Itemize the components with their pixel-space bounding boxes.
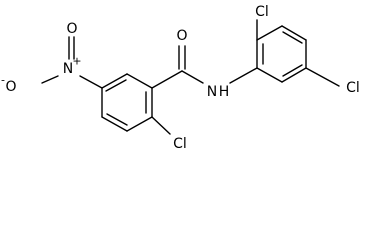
carbonyl-carbon-bond xyxy=(151,70,183,89)
left-ring-bond xyxy=(126,73,153,89)
left-ring-bond xyxy=(101,116,128,132)
right-ring-double-bond xyxy=(282,64,303,77)
left-ring-bond xyxy=(101,73,128,89)
right-benzene-ring xyxy=(256,25,307,83)
nitro-n-o-bond xyxy=(41,75,59,84)
nitro-nitrogen-label: N xyxy=(63,61,73,77)
amide-hydrogen-label: H xyxy=(219,84,230,100)
amide-group xyxy=(151,45,258,89)
amide-c-n-bond xyxy=(181,70,204,84)
amide-nitrogen-label: N xyxy=(207,84,217,100)
chlorine-label-top: Cl xyxy=(255,4,269,20)
chlorine-label-right: Cl xyxy=(346,80,360,96)
cl-bond-right xyxy=(305,67,340,87)
left-ring-double-bond xyxy=(105,79,127,92)
chemical-structure-diagram: Cl Cl Cl O N H N + O O - xyxy=(1,4,360,152)
carbonyl-oxygen-label: O xyxy=(176,28,187,44)
cl-bond-bottom xyxy=(151,116,171,135)
nitro-negative-charge: - xyxy=(1,74,5,87)
amide-n-aryl-bond xyxy=(229,67,258,84)
nitro-positive-charge: + xyxy=(72,55,81,68)
nitro-group xyxy=(41,36,103,89)
right-ring-bond xyxy=(256,67,283,83)
nitro-oxygen-label-top: O xyxy=(66,21,77,37)
right-ring-bond xyxy=(281,67,307,83)
chlorine-label-bottom: Cl xyxy=(173,136,187,152)
right-ring-double-bond xyxy=(282,31,303,44)
nitro-c-n-bond xyxy=(79,75,103,89)
nitro-oxygen-label-left: O xyxy=(5,79,16,95)
left-benzene-ring xyxy=(101,73,153,132)
right-ring-bond xyxy=(281,25,307,41)
left-ring-bond xyxy=(126,116,153,132)
left-ring-double-bond xyxy=(106,113,128,126)
right-ring-bond xyxy=(256,25,283,41)
